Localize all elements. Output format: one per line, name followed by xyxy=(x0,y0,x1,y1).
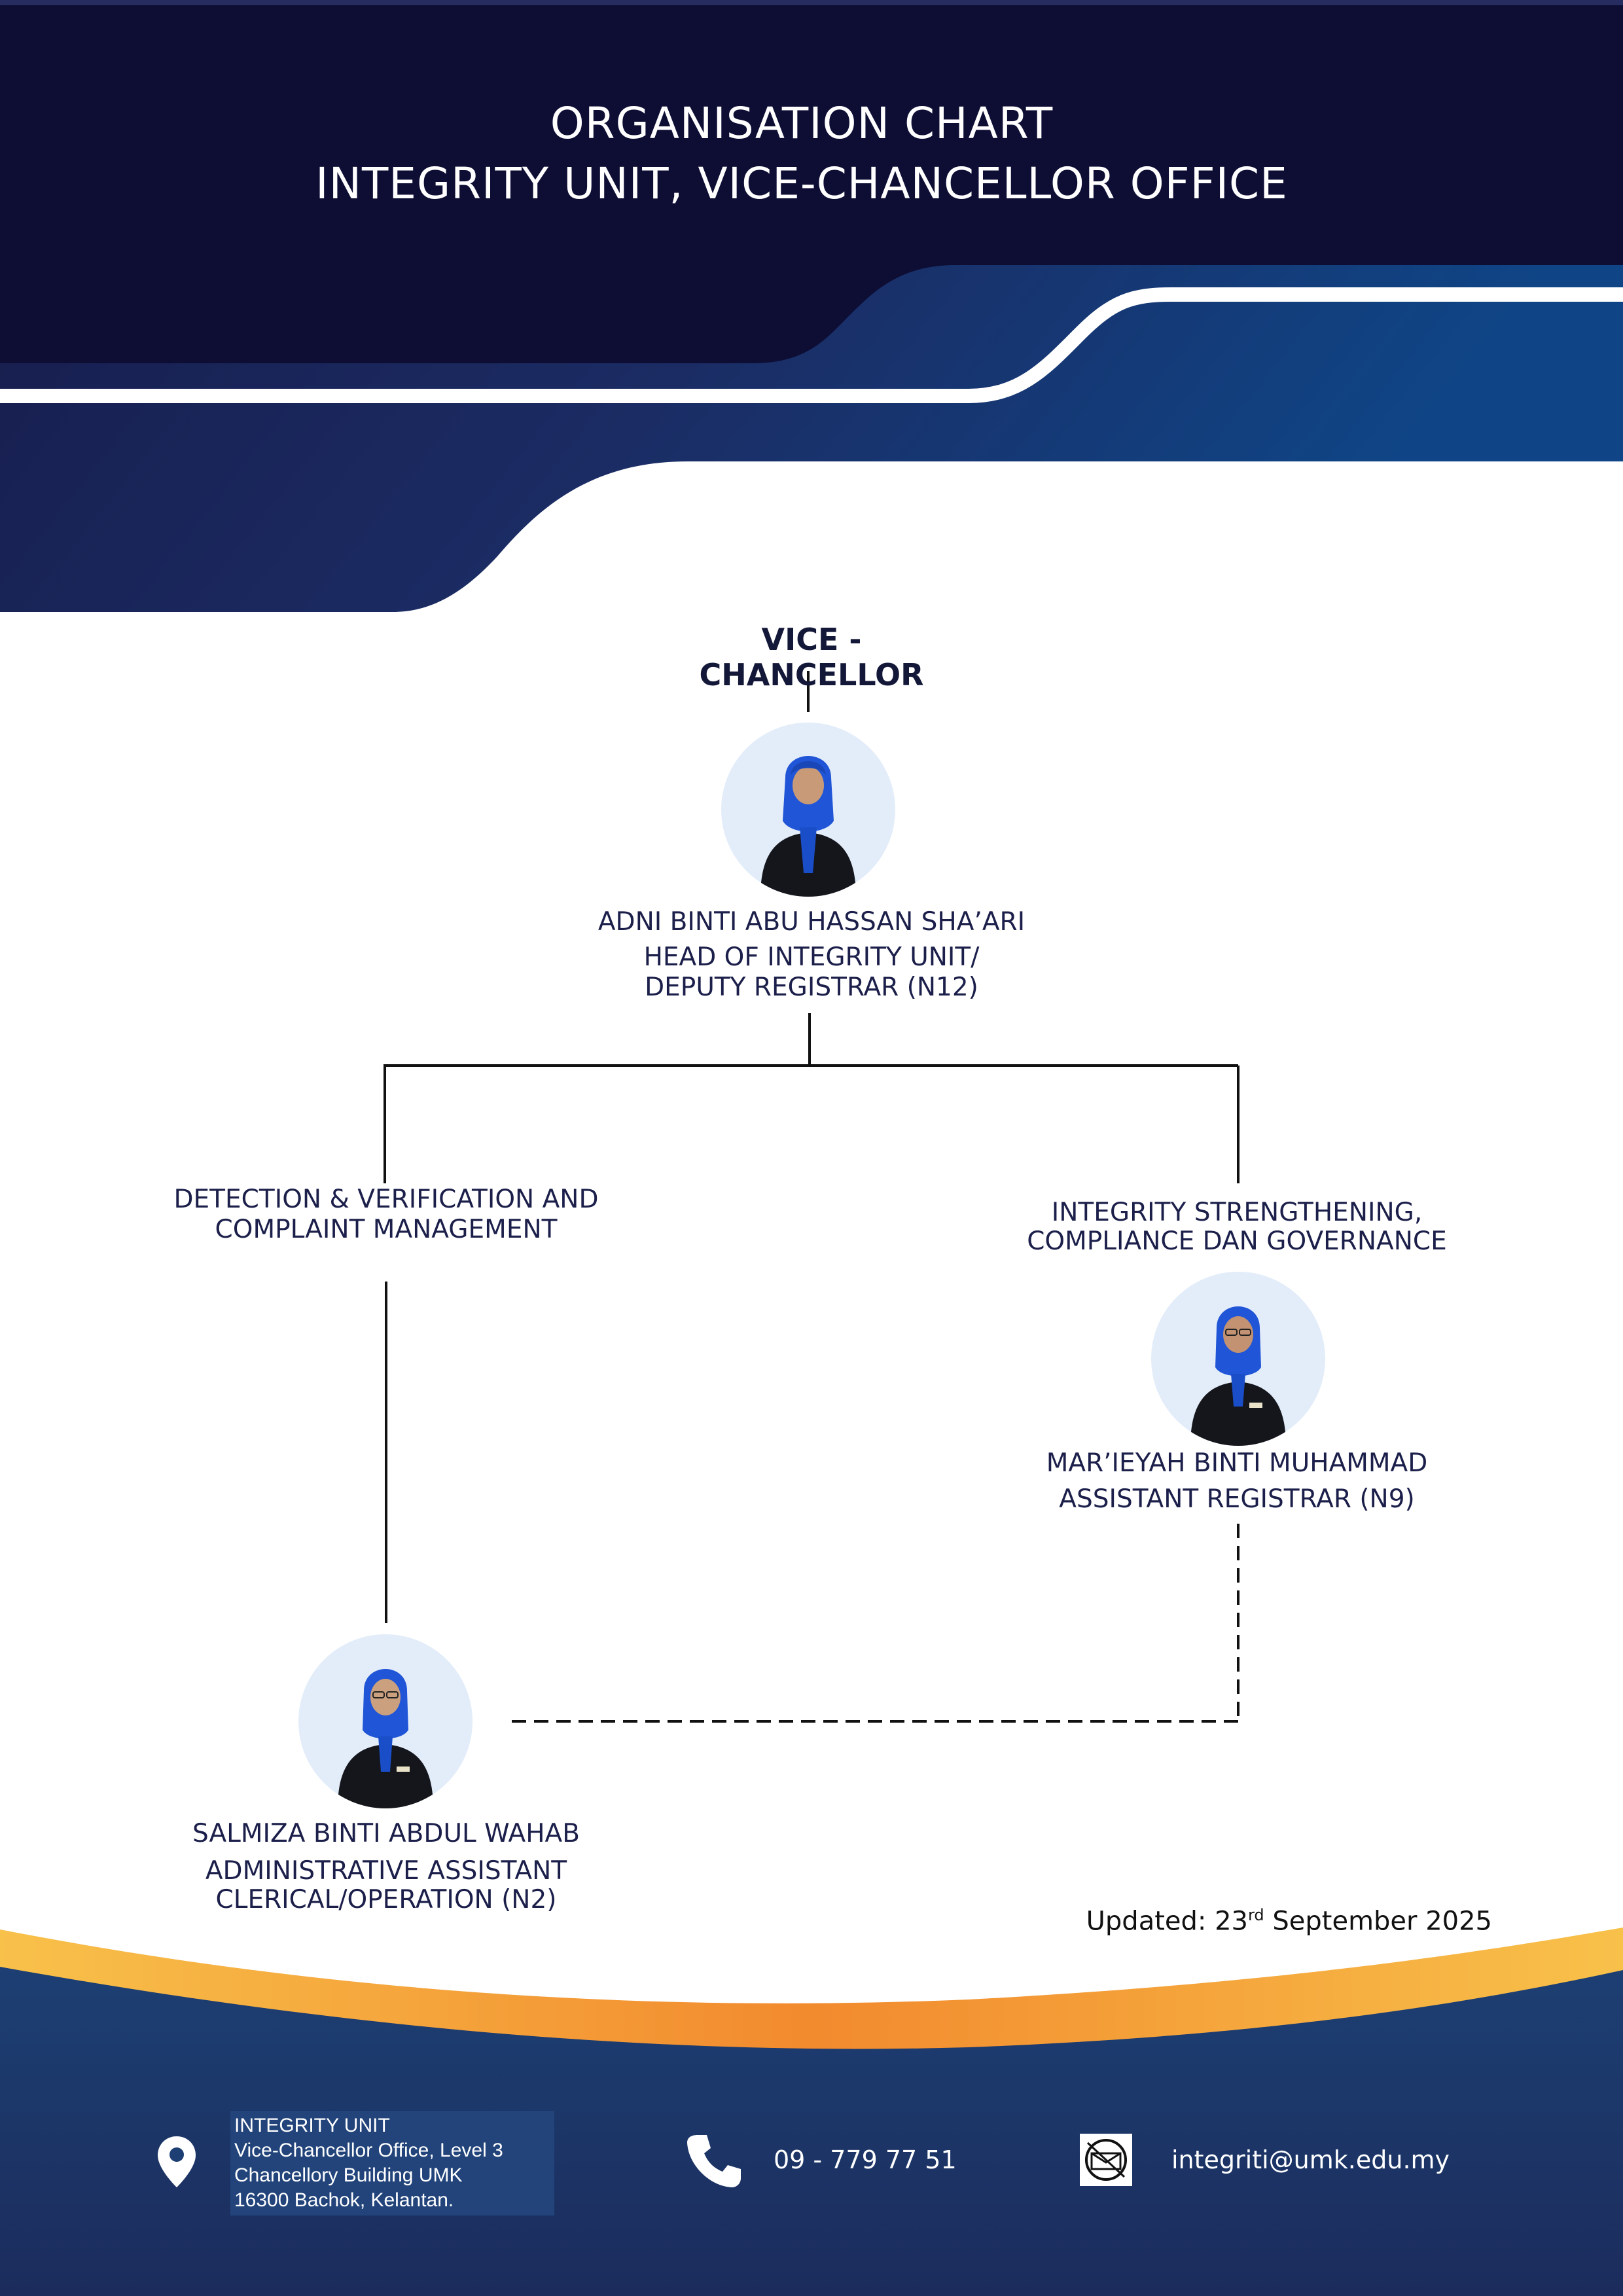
email-address[interactable]: integriti@umk.edu.my xyxy=(1171,2145,1450,2174)
org-connectors xyxy=(383,671,1240,1623)
section-left-line1: DETECTION & VERIFICATION AND xyxy=(173,1185,599,1214)
administrative-assistant-position-line1: ADMINISTRATIVE ASSISTANT xyxy=(205,1856,567,1886)
footer-address: INTEGRITY UNIT Vice-Chancellor Office, L… xyxy=(230,2111,554,2215)
address-line4: 16300 Bachok, Kelantan. xyxy=(234,2189,454,2211)
assistant-registrar-position: ASSISTANT REGISTRAR (N9) xyxy=(1059,1484,1415,1514)
head-name: ADNI BINTI ABU HASSAN SHA’ARI xyxy=(597,907,1026,937)
administrative-assistant-name: SALMIZA BINTI ABDUL WAHAB xyxy=(192,1819,580,1848)
head-avatar xyxy=(721,723,895,897)
header-dark-block xyxy=(0,0,1623,363)
chart-title-line2: INTEGRITY UNIT, VICE-CHANCELLOR OFFICE xyxy=(315,158,1288,209)
chart-title-line1: ORGANISATION CHART xyxy=(550,98,1054,149)
section-right-line2: COMPLIANCE DAN GOVERNANCE xyxy=(1027,1227,1447,1256)
phone-icon xyxy=(687,2135,741,2187)
updated-prefix: Updated: 23 xyxy=(1086,1906,1248,1937)
phone-number: 09 - 779 77 51 xyxy=(774,2145,957,2174)
email-badge-icon xyxy=(1080,2134,1132,2186)
address-line1: INTEGRITY UNIT xyxy=(234,2115,390,2136)
address-line3: Chancellory Building UMK xyxy=(234,2164,463,2186)
administrative-assistant-avatar xyxy=(298,1634,473,1808)
assistant-registrar-avatar xyxy=(1151,1272,1325,1446)
updated-ordinal: rd xyxy=(1247,1906,1264,1924)
location-pin-icon xyxy=(158,2136,196,2187)
header-white-swoosh xyxy=(0,287,1623,403)
vice-chancellor-label: VICE - CHANCELLOR xyxy=(699,622,924,692)
head-position-line2: DEPUTY REGISTRAR (N12) xyxy=(645,973,978,1002)
assistant-registrar-name: MAR’IEYAH BINTI MUHAMMAD xyxy=(1046,1448,1428,1478)
dotted-reporting-line xyxy=(510,1524,1240,1723)
section-left-line2: COMPLAINT MANAGEMENT xyxy=(215,1215,558,1244)
updated-rest: September 2025 xyxy=(1264,1906,1492,1937)
administrative-assistant-position-line2: CLERICAL/OPERATION (N2) xyxy=(215,1885,557,1914)
head-position-line1: HEAD OF INTEGRITY UNIT/ xyxy=(643,942,980,972)
section-right-line1: INTEGRITY STRENGTHENING, xyxy=(1051,1198,1423,1227)
address-line2: Vice-Chancellor Office, Level 3 xyxy=(234,2140,503,2161)
updated-date: Updated: 23rd September 2025 xyxy=(1021,1906,1492,1936)
